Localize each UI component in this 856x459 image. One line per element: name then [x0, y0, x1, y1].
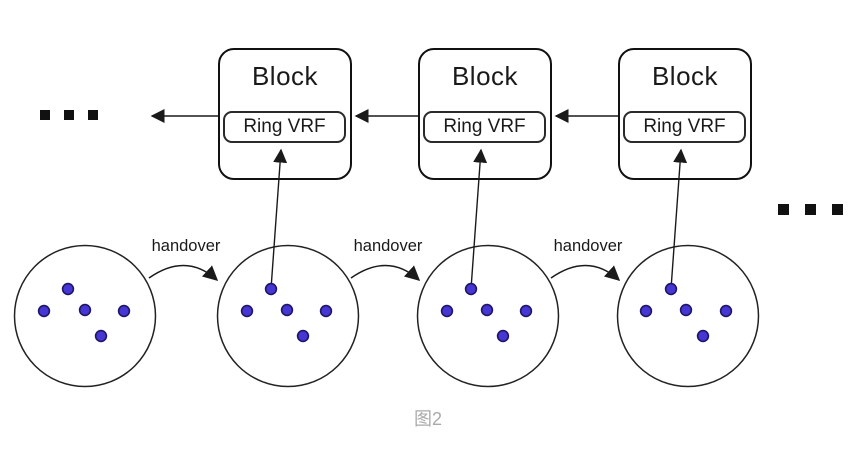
block-box-2: Block Ring VRF — [418, 48, 552, 180]
handover-label-1: handover — [151, 237, 221, 255]
member-dot — [639, 304, 653, 318]
block-box-1: Block Ring VRF — [218, 48, 352, 180]
member-dot-leader — [464, 282, 478, 296]
member-dot — [679, 303, 693, 317]
committee-circle-1 — [13, 244, 157, 388]
member-dot — [296, 329, 310, 343]
committee-circles — [13, 244, 760, 388]
member-dot — [696, 329, 710, 343]
ring-vrf-box: Ring VRF — [423, 111, 546, 143]
committee-circle-2 — [216, 244, 360, 388]
member-dot — [480, 303, 494, 317]
member-dot — [117, 304, 131, 318]
block-box-3: Block Ring VRF — [618, 48, 752, 180]
committee-circle-4 — [616, 244, 760, 388]
ellipsis-left-icon — [40, 110, 98, 120]
member-dot — [37, 304, 51, 318]
block-title: Block — [651, 61, 719, 91]
member-dot — [280, 303, 294, 317]
handover-label-3: handover — [553, 237, 623, 255]
member-dots — [37, 282, 733, 343]
member-dot — [94, 329, 108, 343]
member-dot-leader — [664, 282, 678, 296]
member-dot-stroke-group — [37, 282, 733, 343]
member-dot — [719, 304, 733, 318]
handover-arrow-3-icon — [550, 264, 621, 282]
ellipsis-right-icon — [778, 204, 843, 215]
handover-arrow-2-icon — [350, 264, 421, 282]
member-dot — [78, 303, 92, 317]
ring-vrf-box: Ring VRF — [623, 111, 746, 143]
handover-arrow-1-icon — [148, 264, 219, 282]
member-dot — [440, 304, 454, 318]
member-dot-leader — [264, 282, 278, 296]
block-title: Block — [251, 61, 319, 91]
handover-arrows — [148, 264, 621, 282]
member-dot — [319, 304, 333, 318]
ring-vrf-box: Ring VRF — [223, 111, 346, 143]
block-title: Block — [451, 61, 519, 91]
committee-circle-3 — [416, 244, 560, 388]
member-dot — [519, 304, 533, 318]
member-dot — [496, 329, 510, 343]
handover-label-2: handover — [353, 237, 423, 255]
figure-caption: 图2 — [413, 409, 442, 429]
member-dot — [240, 304, 254, 318]
member-dot — [61, 282, 75, 296]
